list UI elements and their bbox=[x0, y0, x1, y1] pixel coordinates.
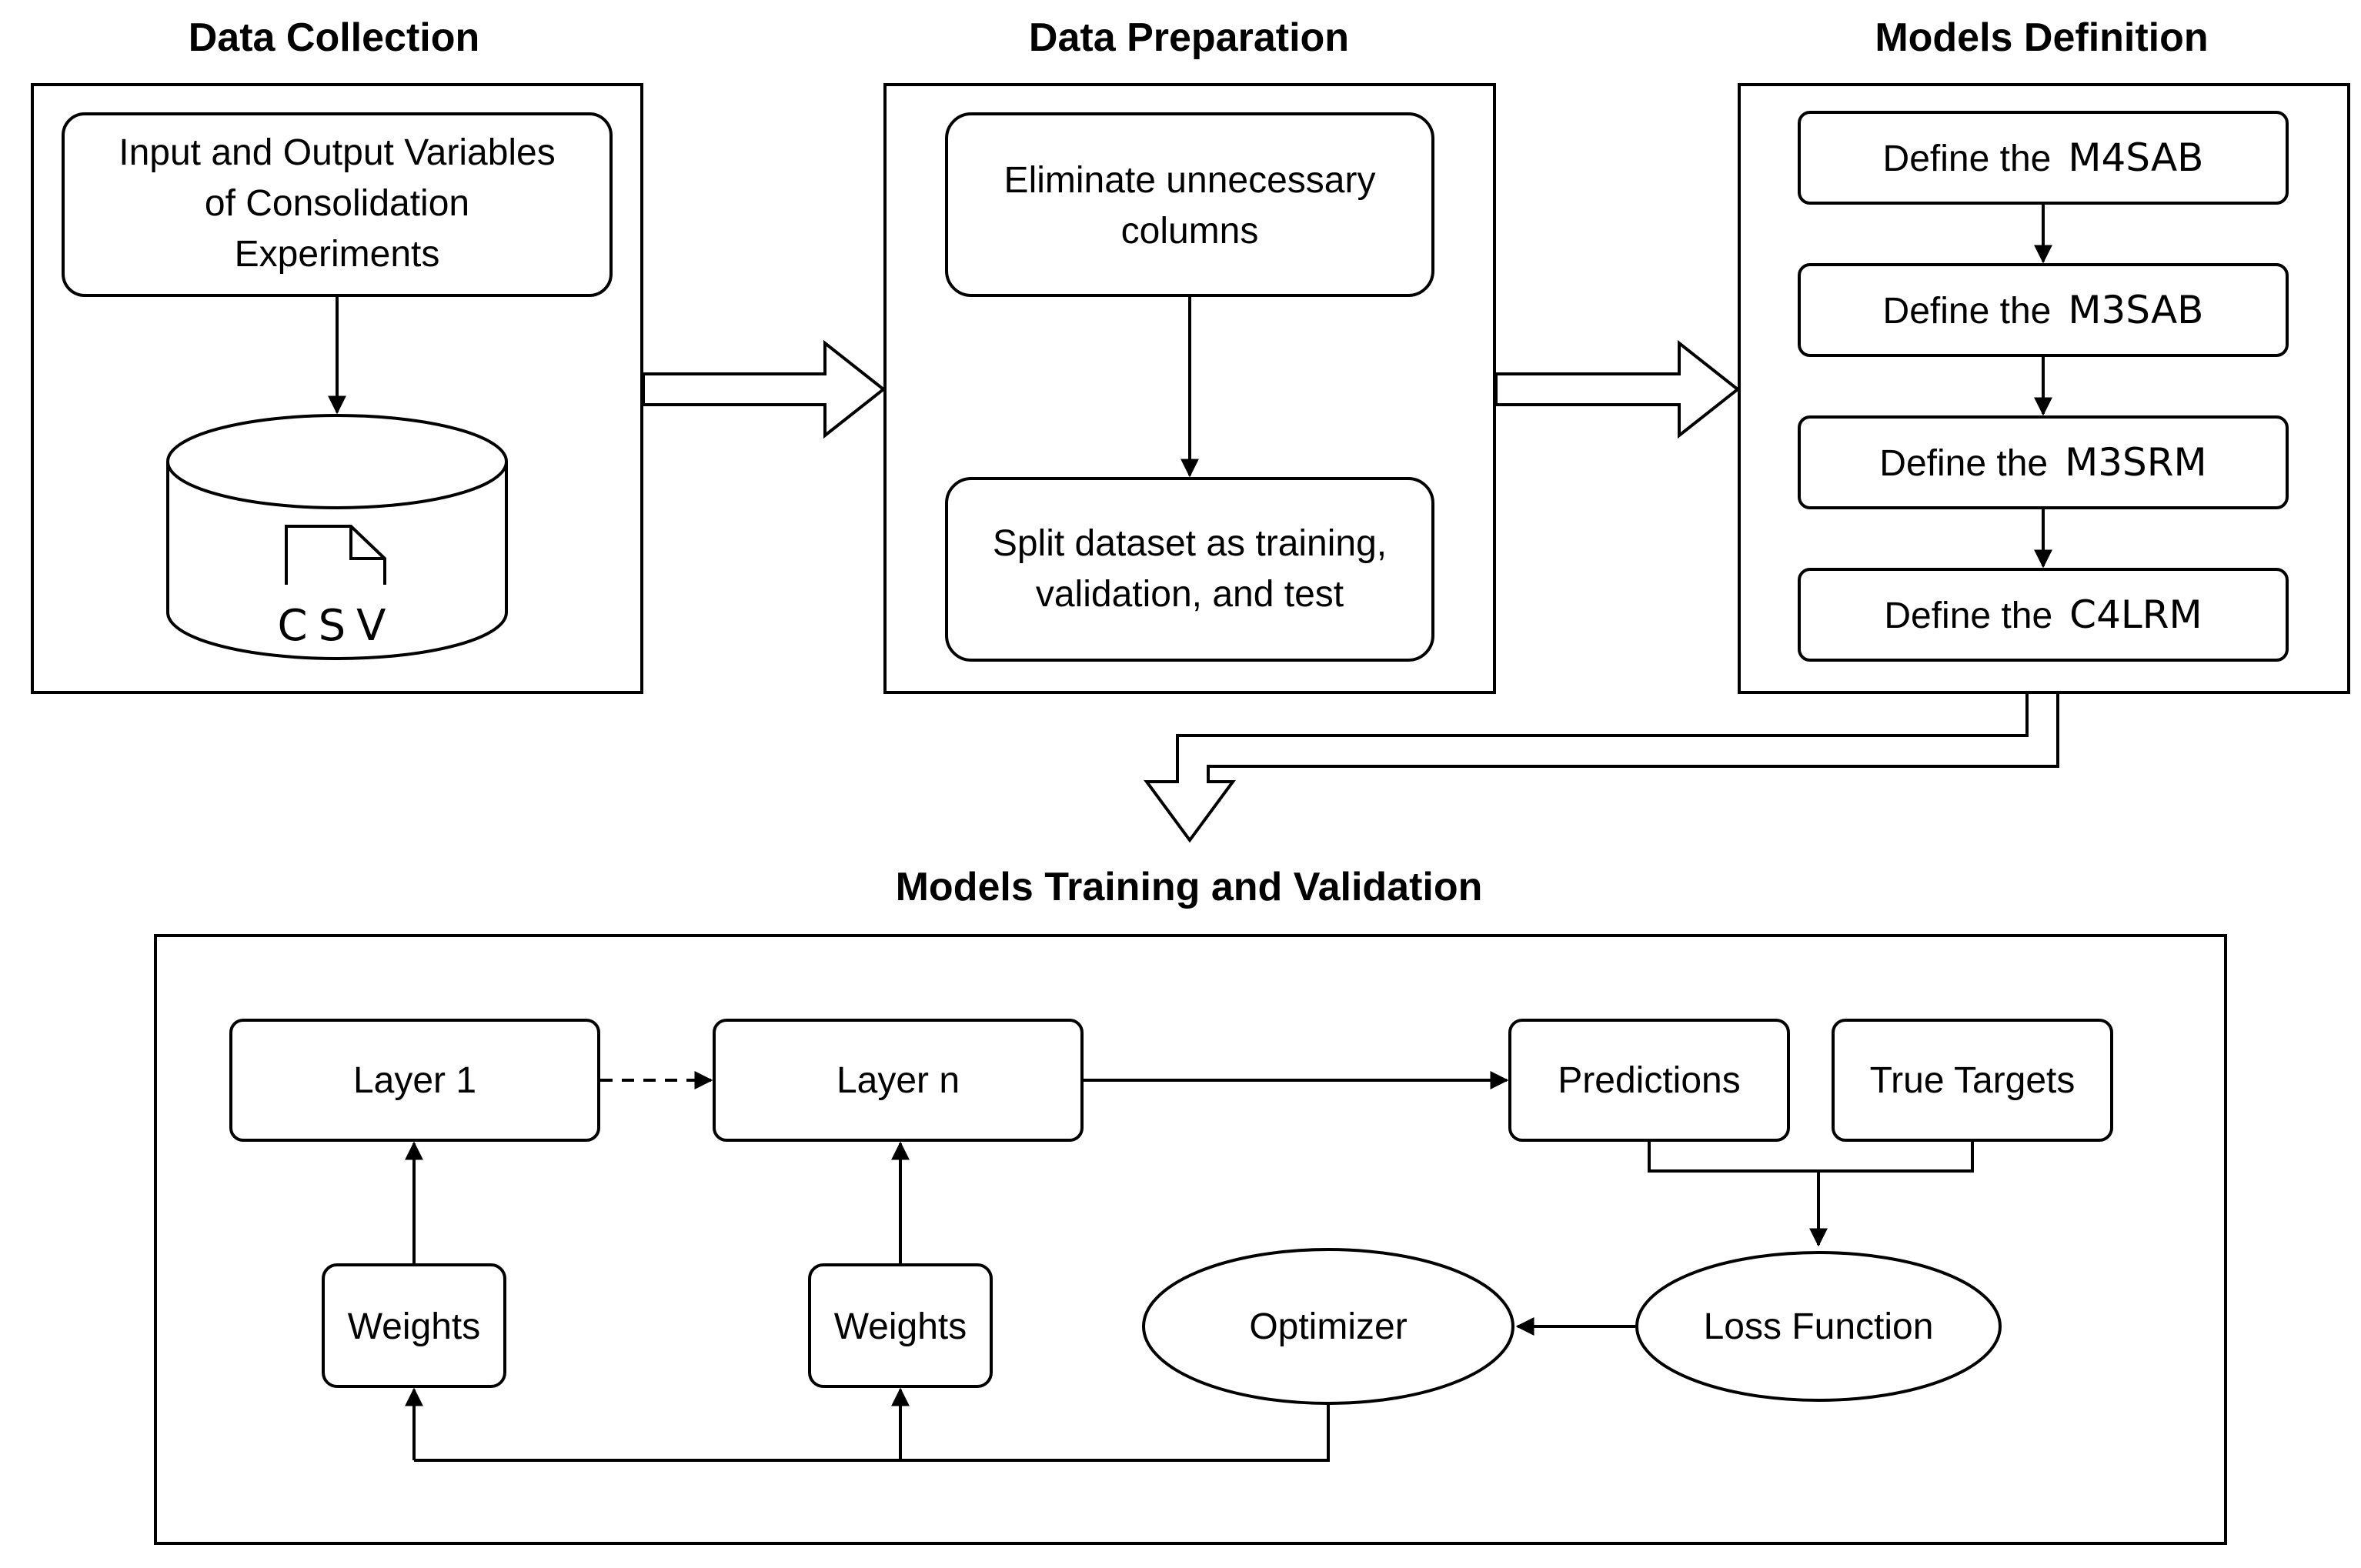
layer-1-node bbox=[229, 1019, 600, 1142]
split-label-line-2: validation, and test bbox=[1036, 574, 1344, 615]
bracket-predictions-targets bbox=[1648, 1142, 1974, 1173]
eliminate-label-line-2: columns bbox=[1121, 211, 1259, 252]
database-icon bbox=[166, 414, 508, 660]
layer-1-label: Layer 1 bbox=[353, 1060, 476, 1101]
section-title-training-validation: Models Training and Validation bbox=[896, 865, 1483, 909]
block-arrow-preparation-to-models bbox=[1494, 339, 1741, 439]
split-dataset-node bbox=[945, 477, 1434, 662]
optimizer-feedback-line bbox=[414, 1403, 1330, 1462]
section-title-models-definition: Models Definition bbox=[1875, 15, 2208, 60]
block-arrow-collection-to-preparation bbox=[642, 339, 887, 439]
section-title-data-preparation: Data Preparation bbox=[1029, 15, 1349, 60]
loss-function-node bbox=[1635, 1251, 2002, 1402]
file-icon bbox=[285, 525, 386, 585]
weights-label-layer1: Weights bbox=[348, 1306, 481, 1347]
input-output-variables-node bbox=[62, 112, 613, 297]
block-arrow-models-to-training bbox=[1144, 694, 2059, 843]
predictions-label: Predictions bbox=[1558, 1060, 1740, 1101]
eliminate-columns-node bbox=[945, 112, 1434, 297]
define-model-c4lrm-node bbox=[1798, 568, 2289, 662]
csv-label: CSV bbox=[278, 601, 397, 651]
section-title-data-collection: Data Collection bbox=[189, 15, 480, 60]
true-targets-label: True Targets bbox=[1870, 1060, 2075, 1101]
weights-node-layer1 bbox=[322, 1263, 506, 1388]
layer-n-label: Layer n bbox=[837, 1060, 960, 1101]
optimizer-label: Optimizer bbox=[1249, 1306, 1407, 1347]
weights-label-layern: Weights bbox=[834, 1306, 967, 1347]
true-targets-node bbox=[1832, 1019, 2113, 1142]
input-output-label-line-3: Experiments bbox=[235, 234, 440, 275]
input-output-label-line-1: Input and Output Variables bbox=[119, 132, 556, 173]
weights-node-layern bbox=[808, 1263, 993, 1388]
predictions-node bbox=[1508, 1019, 1790, 1142]
layer-n-node bbox=[713, 1019, 1084, 1142]
loss-function-label: Loss Function bbox=[1704, 1306, 1934, 1347]
split-label-line-1: Split dataset as training, bbox=[993, 523, 1387, 564]
eliminate-label-line-1: Eliminate unnecessary bbox=[1004, 160, 1376, 201]
input-output-label-line-2: of Consolidation bbox=[205, 183, 469, 224]
